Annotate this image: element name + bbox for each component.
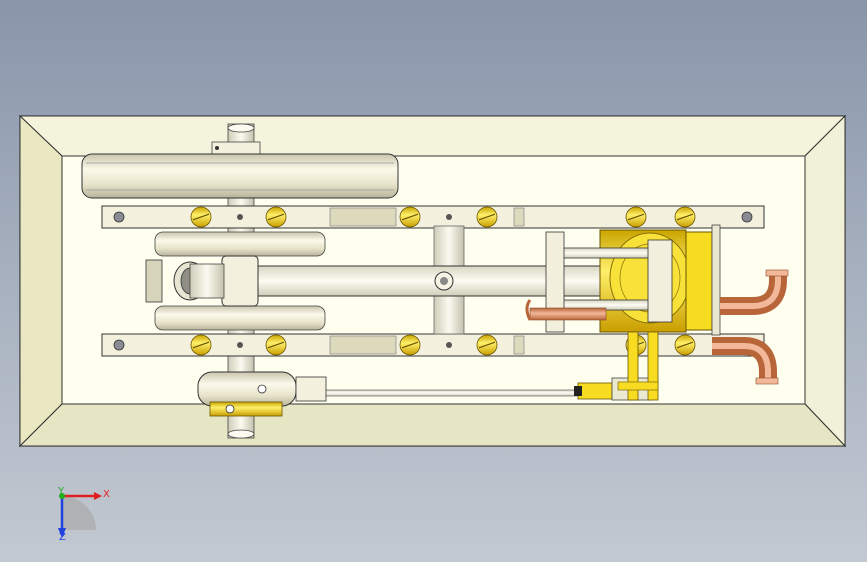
tray-wall-top [18, 115, 847, 157]
x-axis-label: X [103, 489, 110, 500]
brass-screw[interactable] [674, 334, 696, 356]
tray-wall-right [804, 114, 846, 448]
brass-screw[interactable] [674, 206, 696, 228]
crank-disks[interactable] [154, 231, 326, 331]
brass-screw[interactable] [399, 206, 421, 228]
inlet-pipe[interactable] [529, 307, 607, 321]
crank-bearing[interactable] [145, 259, 225, 303]
brass-screw[interactable] [190, 206, 212, 228]
valve-linkage[interactable] [293, 331, 659, 401]
brass-screw[interactable] [399, 334, 421, 356]
brass-screw[interactable] [625, 206, 647, 228]
z-axis-head [58, 528, 66, 538]
steam-pipes[interactable] [525, 269, 789, 385]
y-axis-label: Y [57, 486, 65, 497]
eccentric[interactable] [197, 371, 327, 417]
tray-wall-left [19, 114, 63, 448]
valve-rods[interactable] [545, 231, 673, 333]
triad-plane [62, 496, 96, 530]
brass-screw[interactable] [265, 206, 287, 228]
brass-screw[interactable] [190, 334, 212, 356]
brass-screw[interactable] [476, 206, 498, 228]
y-axis-point [59, 493, 65, 499]
tray-wall-bottom [18, 403, 847, 447]
x-axis-head [94, 492, 102, 500]
brass-screw[interactable] [265, 334, 287, 356]
z-axis-label: Z [59, 532, 66, 543]
brass-screw[interactable] [476, 334, 498, 356]
coordinate-triad: X Y Z [57, 486, 110, 543]
flywheel[interactable] [81, 153, 399, 199]
